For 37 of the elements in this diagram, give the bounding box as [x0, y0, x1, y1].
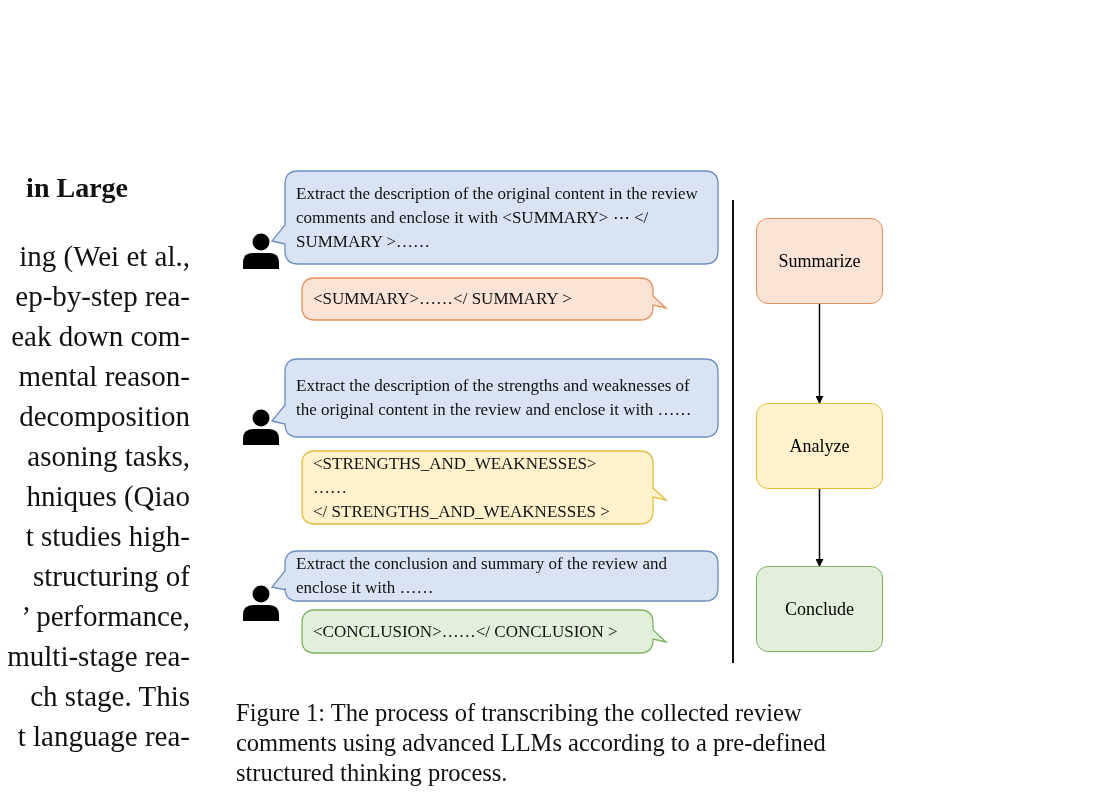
- response-text: <STRENGTHS_AND_WEAKNESSES>: [313, 452, 598, 475]
- figure-caption: Figure 1: The process of transcribing the collected review comments using advanced LLMs according to a pre-defined structured thinking process.: [236, 698, 827, 788]
- step-label: Conclude: [785, 598, 854, 620]
- prompt-bubble: [272, 359, 718, 437]
- step-label: Summarize: [778, 250, 861, 272]
- body-text-line: asoning tasks,: [27, 440, 190, 473]
- response-text: ……: [313, 476, 348, 499]
- body-text-line: ep-by-step rea-: [15, 280, 190, 313]
- prompt-bubble: [272, 171, 718, 264]
- body-text-line: t studies high-: [25, 520, 190, 553]
- arrow: [815, 488, 824, 567]
- prompt-text: Extract the conclusion and summary of the review and enclose it with ……: [296, 553, 669, 599]
- body-text-line: decomposition: [19, 400, 190, 433]
- step-label: Analyze: [789, 435, 850, 457]
- prompt-bubble: [272, 551, 718, 601]
- body-text-line: hniques (Qiao: [26, 480, 190, 513]
- response-bubble: [302, 451, 666, 524]
- response-text: <CONCLUSION>……</ CONCLUSION >: [313, 620, 619, 643]
- response-bubble: [302, 278, 666, 320]
- body-text-line: ’ performance,: [21, 600, 190, 633]
- body-text-line: eak down com-: [11, 320, 190, 353]
- response-bubble: [302, 610, 666, 653]
- body-text-line: multi-stage rea-: [7, 640, 190, 673]
- prompt-text: Extract the description of the strengths and weaknesses of the original content in the review and enclose it with ……: [296, 375, 693, 421]
- body-text-line: ing (Wei et al.,: [19, 240, 190, 273]
- body-text-line: t language rea-: [17, 720, 190, 753]
- response-text: <SUMMARY>……</ SUMMARY >: [313, 288, 573, 310]
- stage-box: [756, 566, 883, 652]
- stage-box: [756, 403, 883, 489]
- body-text-line: ch stage. This: [30, 680, 190, 713]
- arrow: [815, 303, 824, 404]
- section-heading: in Large: [26, 172, 128, 204]
- body-text-line: structuring of: [32, 560, 190, 593]
- response-text: </ STRENGTHS_AND_WEAKNESSES >: [313, 500, 611, 523]
- body-text-line: mental reason-: [18, 360, 190, 393]
- stage-box: [756, 218, 883, 304]
- prompt-text: Extract the description of the original content in the review comments and enclose it with <SUMMARY> ⋯ </ SUMMARY >……: [296, 182, 699, 253]
